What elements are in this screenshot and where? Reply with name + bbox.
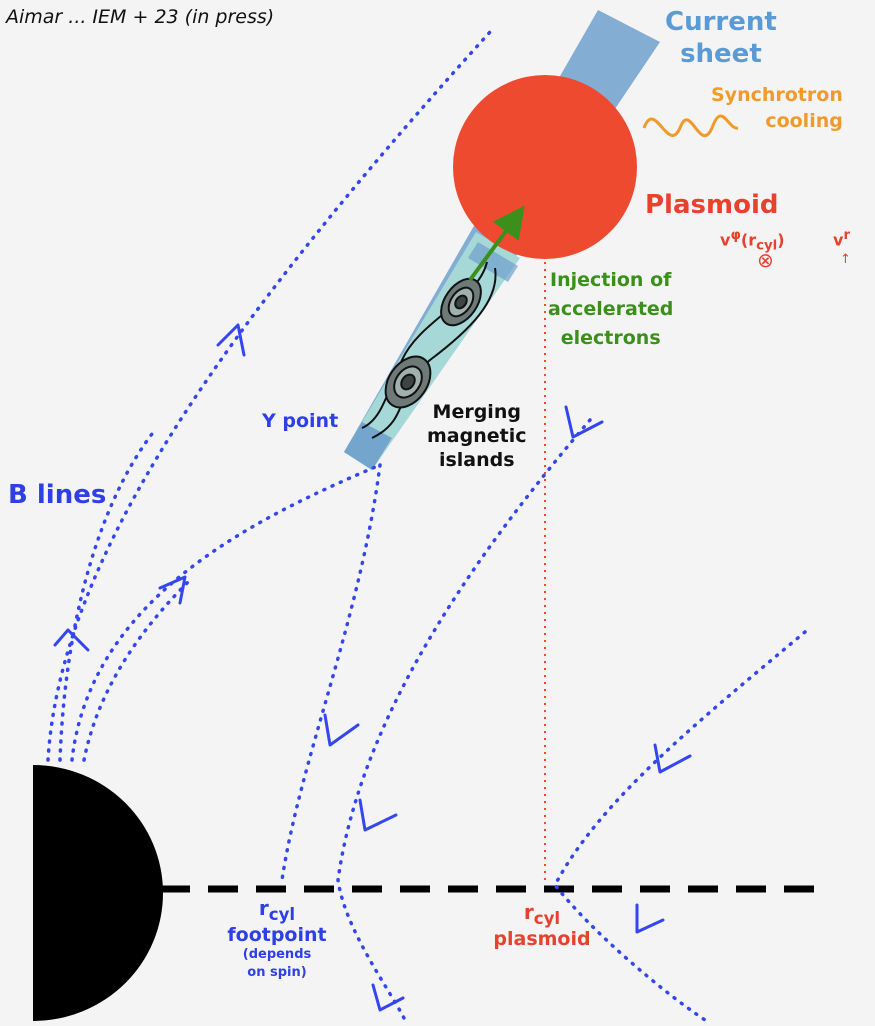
v-phi-label: vφ(rcyl) [720,228,785,254]
plasmoid-label: Plasmoid [645,190,779,220]
chevron-3 [53,628,90,652]
rcyl-plasmoid-base: r [523,900,534,924]
injection-arrow [468,205,525,282]
otimes-icon: ⊗ [757,248,774,272]
merging-label: Merging magnetic islands [427,400,527,472]
rcyl-plasmoid-label: rcyl plasmoid [482,900,602,950]
rcyl-footpoint-line1: rcyl [212,896,342,924]
field-line-4 [82,578,192,762]
rcyl-plasmoid-sub: cyl [533,909,561,928]
citation: Aimar ... IEM + 23 (in press) [6,6,275,28]
rcyl-footpoint-label: rcyl footpoint (depends on spin) [212,896,342,982]
v-phi-arg-sub: cyl [756,238,778,254]
synchrotron-label: Synchrotron cooling [711,82,843,134]
v-phi-base: v [720,230,731,250]
rcyl-footpoint-line2: footpoint [227,924,327,946]
injection-label: Injection of accelerated electrons [548,266,673,353]
injection-label-line3: electrons [560,327,661,349]
chevron-1 [216,323,246,357]
chevron-6 [358,798,398,832]
chevron-7 [653,743,692,774]
field-line-2 [58,428,157,762]
black-hole [33,765,163,1021]
synchrotron-wave [642,114,739,138]
rcyl-footpoint-note1: (depends [242,947,312,962]
chevron-5 [564,405,604,439]
field-line-ypoint-down [280,463,382,882]
field-line-inner [336,418,592,1022]
field-line-3 [70,463,382,762]
magnetic-field-lines [46,30,807,1022]
synchrotron-label-line1: Synchrotron [711,84,843,106]
rcyl-plasmoid-line2: plasmoid [493,928,591,950]
chevron-4 [323,713,360,747]
rcyl-footpoint-sub: cyl [268,905,296,924]
current-sheet-label-line2: sheet [680,39,762,69]
chevron-2 [158,575,187,605]
merging-label-line3: islands [438,449,515,471]
plasmoid-circle [453,75,637,259]
merging-label-line1: Merging [432,401,521,423]
chevron-8 [371,983,405,1012]
v-phi-sup: φ [730,228,741,243]
field-line-right [552,630,807,1022]
merging-label-line2: magnetic [427,425,527,447]
rcyl-footpoint-note2: on spin) [247,965,307,980]
magnetic-islands [361,261,497,439]
arrow-up-icon: ↑ [840,252,851,267]
y-point-label: Y point [262,410,339,432]
field-line-outer [46,30,492,762]
injection-label-line2: accelerated [548,298,674,320]
synchrotron-label-line2: cooling [765,110,843,132]
v-r-base: v [833,230,844,250]
injection-label-line1: Injection of [550,269,672,291]
v-phi-arg-base: r [748,230,757,250]
v-r-sup: r [843,228,851,243]
rcyl-footpoint-base: r [258,896,269,920]
b-lines-label: B lines [8,480,107,510]
current-sheet-label-line1: Current [665,7,777,37]
v-r-label: vr [833,228,850,249]
current-sheet-label: Current sheet [665,6,777,70]
chevron-9 [635,903,665,934]
rcyl-plasmoid-line1: rcyl [482,900,602,928]
field-direction-chevrons [53,323,692,1012]
